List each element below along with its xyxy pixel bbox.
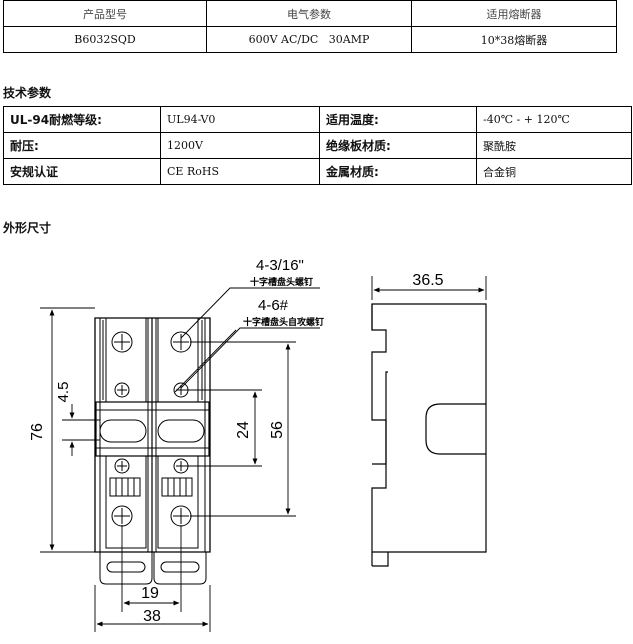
product-spec-table: 产品型号 电气参数 适用熔断器 B6032SQD 600V AC/DC 30AM… — [3, 0, 617, 53]
screw-desc-1: 十字槽盘头螺钉 — [250, 276, 313, 287]
value-model: B6032SQD — [3, 26, 207, 53]
table-row: 耐压: 1200V 绝缘板材质: 聚酰胺 — [3, 132, 632, 159]
screw-spec-1: 4-3/16" — [256, 257, 304, 274]
dimension-drawing: 76 4.5 24 56 19 38 36.5 4-3/16" 十字槽盘头螺钉 … — [29, 257, 487, 632]
dimension-lines — [40, 287, 320, 632]
dimension-lines — [371, 276, 487, 300]
dimensions-title: 外形尺寸 — [3, 221, 52, 235]
screw-spec-2: 4-6# — [258, 297, 289, 314]
dim-56: 56 — [269, 421, 286, 439]
param-value: UL94-V0 — [160, 106, 320, 133]
tech-params-title: 技术参数 — [3, 86, 52, 100]
dim-36-5: 36.5 — [412, 272, 443, 289]
param-value: 聚酰胺 — [476, 132, 632, 159]
param-value: 1200V — [160, 132, 320, 159]
dim-38: 38 — [143, 608, 161, 625]
header-model: 产品型号 — [3, 0, 207, 27]
front-view — [94, 317, 211, 585]
param-key: 安规认证 — [3, 158, 161, 185]
param-value: 合金铜 — [476, 158, 632, 185]
param-key: 耐压: — [3, 132, 161, 159]
value-electrical: 600V AC/DC 30AMP — [206, 26, 412, 53]
tech-params-table: UL-94耐燃等级: UL94-V0 适用温度: -40℃ - + 120℃ 耐… — [3, 106, 632, 185]
header-fuse: 适用熔断器 — [411, 0, 617, 27]
dim-24: 24 — [235, 421, 252, 439]
param-key: 金属材质: — [319, 158, 477, 185]
header-electrical: 电气参数 — [206, 0, 412, 27]
param-key: 适用温度: — [319, 106, 477, 133]
param-key: UL-94耐燃等级: — [3, 106, 161, 133]
dim-76: 76 — [29, 423, 46, 441]
table-row: 安规认证 CE RoHS 金属材质: 合金铜 — [3, 158, 632, 185]
screw-desc-2: 十字槽盘头自攻螺钉 — [243, 316, 324, 327]
value-fuse: 10*38熔断器 — [411, 26, 617, 53]
dim-19: 19 — [141, 585, 159, 602]
param-value: -40℃ - + 120℃ — [476, 106, 632, 133]
dim-4-5: 4.5 — [55, 382, 72, 403]
table-row: UL-94耐燃等级: UL94-V0 适用温度: -40℃ - + 120℃ — [3, 106, 632, 133]
side-view — [371, 303, 487, 567]
param-value: CE RoHS — [160, 158, 320, 185]
param-key: 绝缘板材质: — [319, 132, 477, 159]
